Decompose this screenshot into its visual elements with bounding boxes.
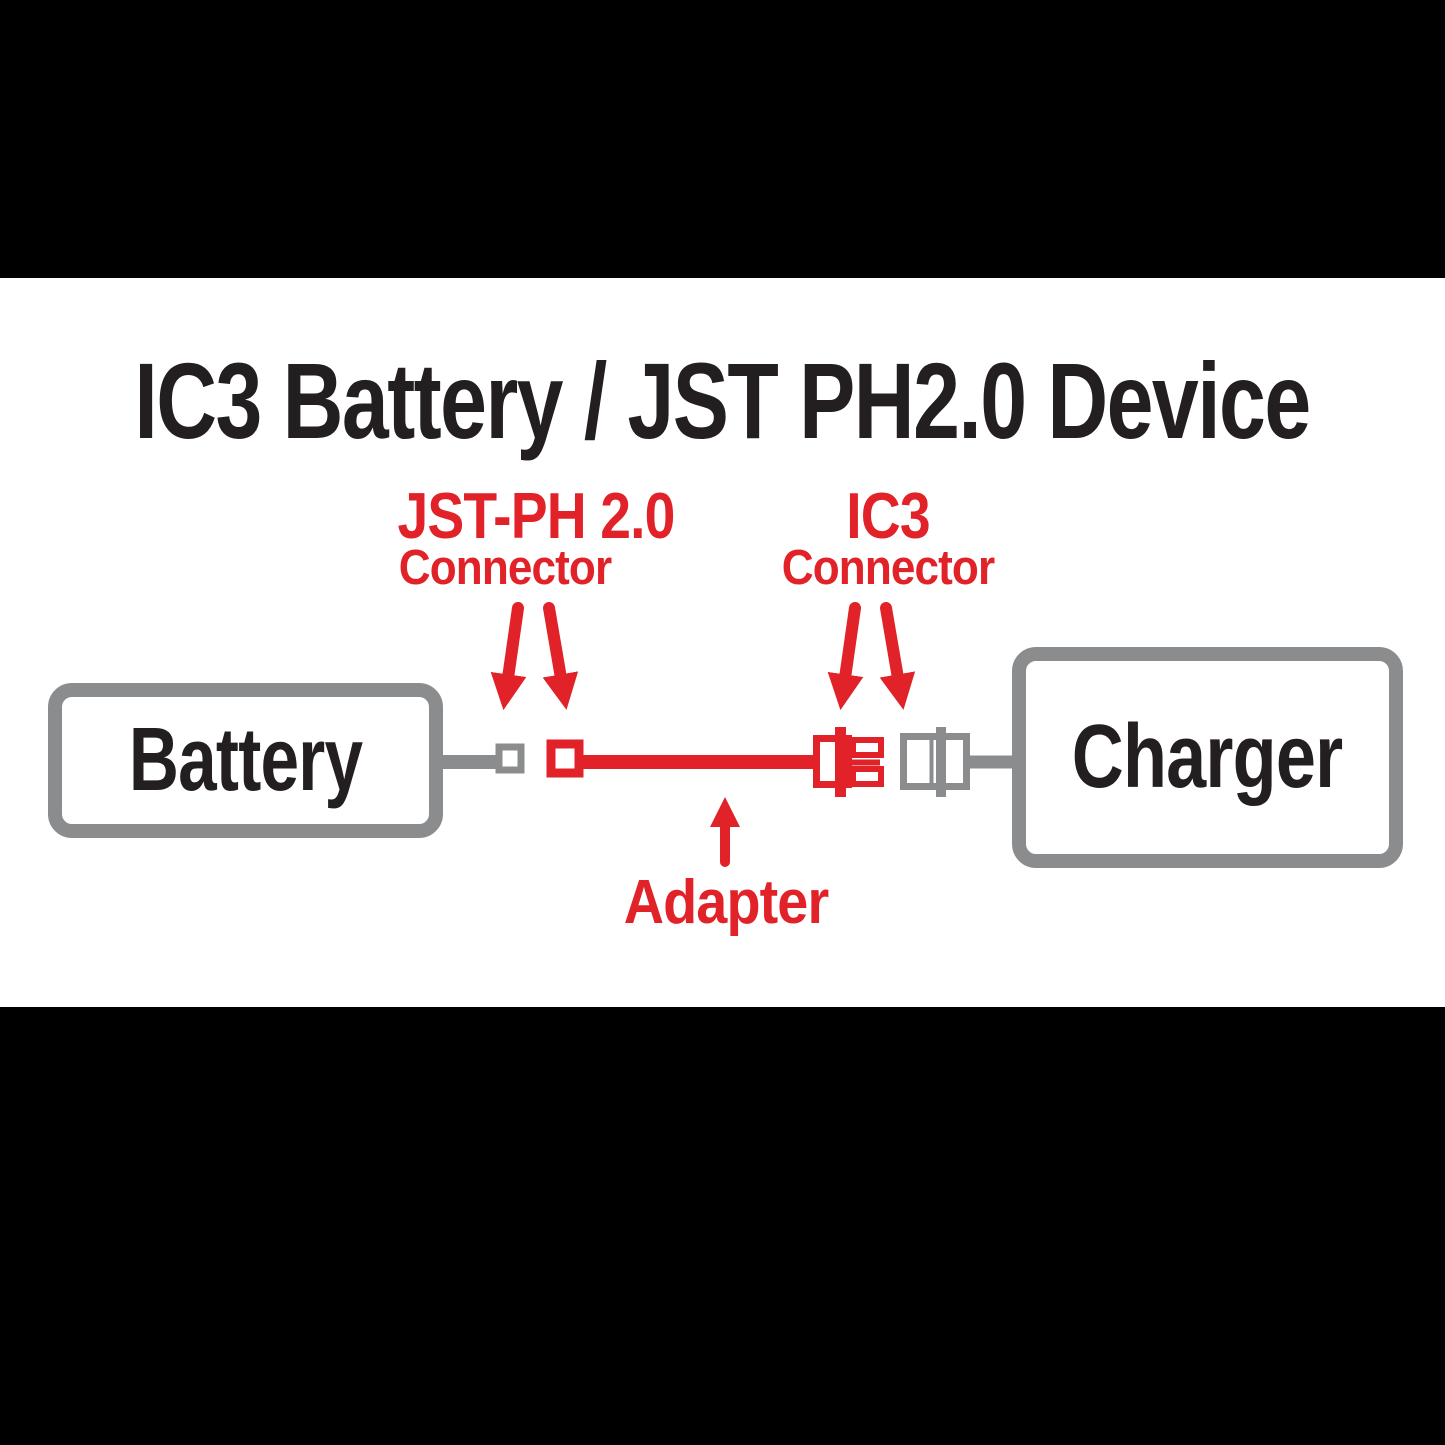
letterbox-top xyxy=(0,0,1445,278)
charger-box: Charger xyxy=(1012,647,1403,868)
battery-box: Battery xyxy=(48,683,443,838)
diagram-shapes xyxy=(443,602,1014,867)
down-arrow-icon xyxy=(542,602,579,710)
letterbox-bottom xyxy=(0,1007,1445,1445)
charger-socket-icon xyxy=(900,727,1014,797)
label-ic3: IC3 xyxy=(846,479,930,552)
battery-socket-icon xyxy=(495,743,525,774)
down-arrow-icon xyxy=(879,602,916,710)
battery-label: Battery xyxy=(128,710,363,810)
diagram-canvas: IC3 Battery / JST PH2.0 Device JST-PH 2.… xyxy=(0,278,1445,1007)
charger-label: Charger xyxy=(1072,707,1343,807)
page-title: IC3 Battery / JST PH2.0 Device xyxy=(134,340,1311,461)
label-ic3-connector: Connector xyxy=(781,541,995,595)
jst-label-down-arrows xyxy=(490,602,579,711)
ic3-label-down-arrows xyxy=(827,602,916,711)
label-adapter: Adapter xyxy=(623,868,829,937)
down-arrow-icon xyxy=(490,602,527,711)
down-arrow-icon xyxy=(827,602,864,711)
label-jst-ph: JST-PH 2.0 xyxy=(397,479,675,552)
jst-ph-plug-icon xyxy=(546,739,584,778)
label-jst-ph-connector: Connector xyxy=(398,541,612,595)
ic3-plug-icon xyxy=(813,727,884,797)
